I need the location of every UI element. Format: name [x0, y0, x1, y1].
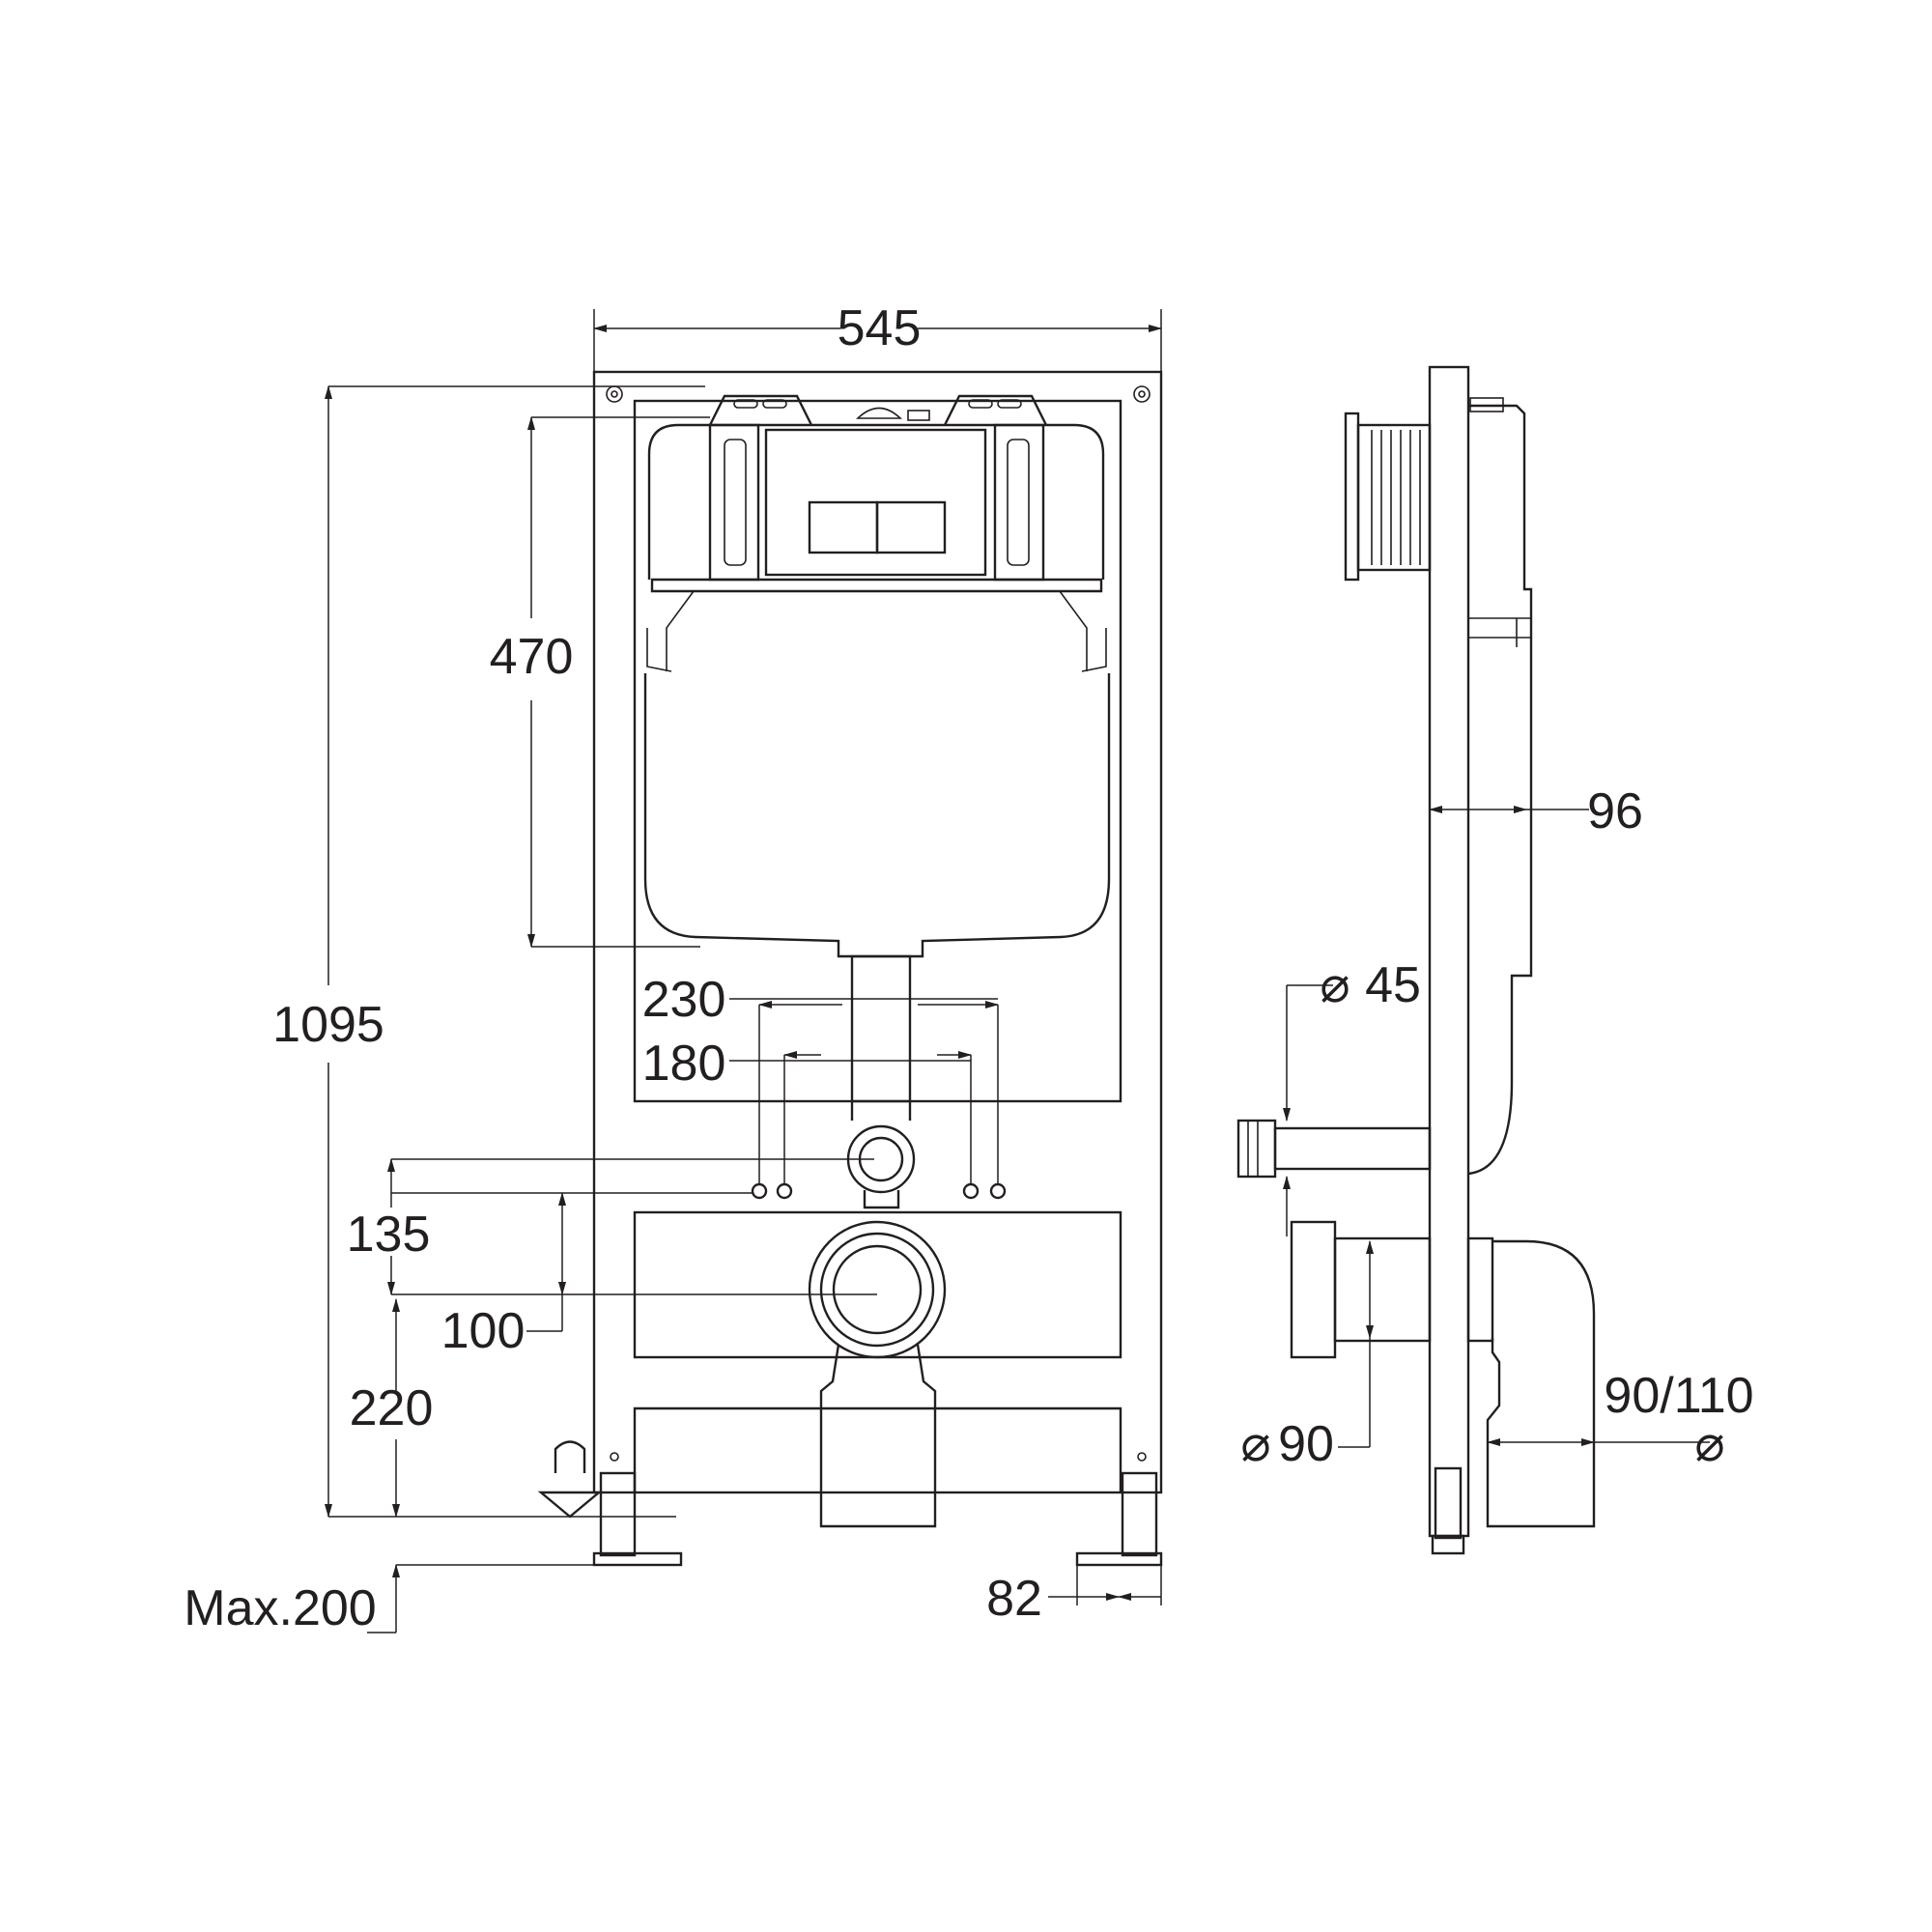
mounting-hole-top-right	[1133, 385, 1151, 403]
rail-right-inner	[1007, 439, 1030, 566]
floor-level-symbol	[537, 1440, 603, 1519]
dim-flush-diameter-symbol: ⌀	[1320, 957, 1350, 1013]
front-dimensions: 545 1095 470 230 180 135	[184, 300, 1162, 1636]
clamp-slot-3	[968, 399, 993, 409]
side-flush-pipe	[1273, 1126, 1432, 1171]
flush-pipe	[850, 954, 912, 1103]
top-clamp-right	[943, 394, 1048, 426]
side-foot	[1431, 1534, 1465, 1555]
dim-tank-height-label: 470	[490, 629, 574, 685]
mounting-hole-top-right-inner	[1138, 390, 1146, 398]
bolt-180-right	[962, 1182, 980, 1200]
dim-flush-diameter-label: 45	[1365, 957, 1421, 1013]
leg-left	[599, 1471, 637, 1557]
side-outlet-pipe	[1333, 1236, 1432, 1343]
flush-plate	[764, 428, 987, 577]
side-cistern	[1467, 404, 1533, 1176]
flush-pipe-lug	[863, 1190, 900, 1209]
mounting-hole-top-left	[606, 385, 623, 403]
mounting-hole-top-left-inner	[611, 390, 618, 398]
base-frame	[633, 1406, 1122, 1492]
side-outlet-collar	[1290, 1220, 1337, 1359]
top-clamp-left	[708, 394, 813, 426]
side-frame	[1428, 365, 1470, 1538]
dim-bolt-inner-label: 180	[642, 1036, 726, 1092]
dim-leg-adjust-label: Max.200	[184, 1580, 376, 1636]
shelf-strut-left	[652, 590, 696, 671]
drain-bend	[1486, 1239, 1596, 1528]
dim-foot-width-label: 82	[986, 1571, 1042, 1627]
side-view	[1236, 365, 1596, 1555]
side-outlet-seal	[1466, 1236, 1494, 1343]
bolt-230-right	[989, 1182, 1007, 1200]
rail-right-outer	[993, 423, 1045, 582]
frame-outline	[592, 370, 1163, 1494]
bolt-180-left	[776, 1182, 793, 1200]
dim-drain-diameter-label: 90/110	[1604, 1368, 1753, 1424]
actuator-threads	[1371, 430, 1421, 565]
actuator-body	[1356, 423, 1432, 572]
leg-hole-left	[610, 1452, 619, 1462]
flush-button-right	[875, 500, 947, 554]
flush-valve-top	[856, 407, 902, 419]
cistern-body	[643, 673, 1111, 958]
flush-button-left	[808, 500, 879, 554]
dim-drain-diameter-suffix: ⌀	[1694, 1416, 1724, 1472]
rail-left-outer	[708, 423, 760, 582]
side-bracket	[1468, 617, 1532, 647]
flush-pipe-elbow	[850, 1101, 912, 1121]
dim-bolt-outer-label: 230	[642, 972, 726, 1028]
side-flush-connector	[1236, 1119, 1277, 1179]
waste-outlet-outer	[808, 1220, 947, 1359]
shelf-strut-right	[1058, 590, 1101, 671]
dim-flush-offset-label: 135	[347, 1207, 431, 1263]
leg-right	[1121, 1471, 1158, 1557]
waste-pipe	[819, 1344, 937, 1528]
side-cistern-top	[1469, 397, 1504, 412]
actuator-plate	[1344, 412, 1360, 582]
valve-cap	[907, 410, 930, 421]
side-clip-right	[1081, 628, 1107, 672]
waste-outlet-mid	[819, 1232, 935, 1348]
front-view	[537, 370, 1163, 1567]
leg-hole-right	[1137, 1452, 1147, 1462]
clamp-slot-2	[762, 399, 787, 409]
side-dimensions: 96 ⌀ 45 ⌀ 90 90/110 ⌀	[1240, 783, 1753, 1472]
dim-outlet-bolts-label: 100	[441, 1303, 526, 1359]
dim-outlet-diameter-label: 90	[1278, 1416, 1334, 1472]
bolt-230-left	[751, 1182, 768, 1200]
side-leg	[1434, 1466, 1463, 1540]
clamp-slot-4	[997, 399, 1022, 409]
dim-outlet-diameter-prefix: ⌀	[1240, 1416, 1270, 1472]
rail-left-inner	[724, 439, 747, 566]
dim-outlet-height-label: 220	[350, 1380, 434, 1436]
side-clip-left	[646, 628, 672, 672]
dim-width-label: 545	[838, 300, 922, 356]
waste-outlet-inner	[832, 1244, 923, 1335]
cistern-upper	[647, 423, 1105, 580]
foot-right	[1075, 1551, 1163, 1567]
dim-total-height-label: 1095	[272, 997, 384, 1053]
cistern-shelf	[650, 578, 1103, 593]
clamp-slot-1	[733, 399, 758, 409]
dim-depth-label: 96	[1587, 783, 1643, 839]
